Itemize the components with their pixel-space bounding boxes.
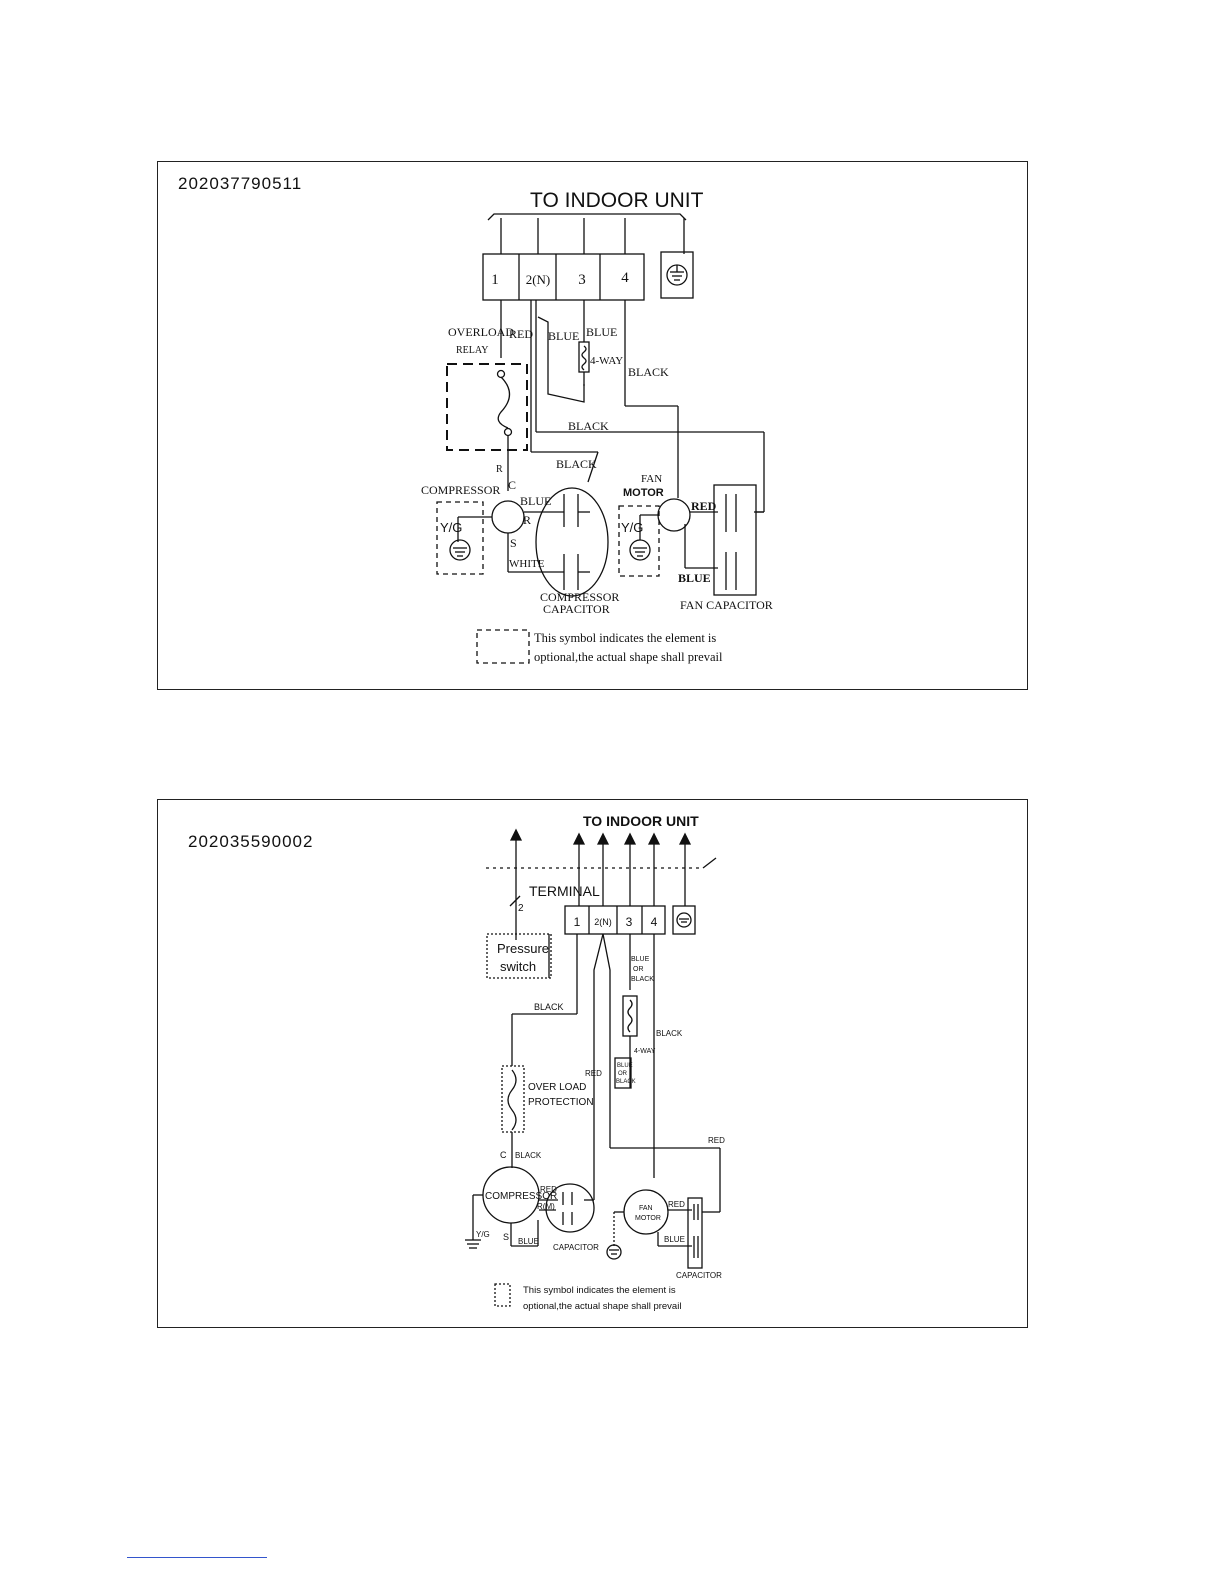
label-red-mid-2: RED	[585, 1069, 602, 1078]
label-4way-2: 4-WAY	[634, 1048, 656, 1055]
overload-relay-box	[446, 363, 528, 451]
diagram-2-svg: TO INDOOR UNIT TERMINAL 2 1 2(N) 3 4 Pre…	[465, 813, 725, 1312]
label-black-top-2: BLACK	[534, 1002, 564, 1012]
terminal-4: 4	[621, 270, 629, 286]
label-c-2: C	[500, 1150, 507, 1160]
label-overload: OVERLOAD	[448, 325, 514, 339]
label-s-2: S	[503, 1232, 509, 1242]
label-bob-3: BLACK	[631, 976, 654, 983]
label-blue-s-2: BLUE	[518, 1237, 539, 1246]
label-black-mid: BLACK	[568, 419, 609, 433]
yg-box-left	[436, 501, 484, 575]
title-1: TO INDOOR UNIT	[530, 189, 704, 212]
earth-terminal	[660, 251, 694, 299]
label-r-top: R	[496, 464, 503, 475]
pressure-switch-box	[486, 933, 552, 979]
legend-text-1a: This symbol indicates the element is	[534, 631, 716, 645]
label-relay: RELAY	[456, 345, 488, 356]
label-bobb-1: BLUE	[617, 1063, 633, 1069]
wiring-diagram-1: 202037790511	[157, 161, 1028, 690]
label-c: C	[508, 478, 516, 492]
part-number-2: 202035590002	[188, 832, 314, 851]
terminal-block-2	[564, 905, 666, 935]
legend-text-2b: optional,the actual shape shall prevail	[523, 1301, 681, 1312]
label-blue-fan: BLUE	[678, 571, 711, 585]
legend-text-2a: This symbol indicates the element is	[523, 1285, 676, 1296]
label-motor-2: MOTOR	[635, 1215, 661, 1222]
yg-box-right	[618, 505, 660, 577]
terminal2-2: 2(N)	[594, 917, 612, 927]
terminal2-4: 4	[651, 915, 658, 929]
label-comp-cap-1: COMPRESSOR	[540, 590, 619, 604]
capacitor-2	[545, 1183, 595, 1233]
label-black-right-2: BLACK	[656, 1029, 683, 1038]
label-red-right-2: RED	[708, 1136, 725, 1145]
label-compressor-2: COMPRESSOR	[485, 1191, 557, 1202]
diagram-1-svg: TO INDOOR UNIT 1 2(N) 3 4 OVERLOAD RELAY…	[421, 189, 773, 664]
label-fan: FAN	[641, 473, 662, 485]
label-yg-left: Y/G	[440, 520, 462, 535]
label-black-c-2: BLACK	[515, 1151, 542, 1160]
overload-2-2: PROTECTION	[528, 1097, 594, 1108]
label-4way: 4-WAY	[590, 355, 623, 367]
legend-text-1b: optional,the actual shape shall prevail	[534, 650, 723, 664]
label-capacitor-2: CAPACITOR	[553, 1243, 599, 1252]
label-compressor: COMPRESSOR	[421, 483, 500, 497]
label-bobb-3: BLACK	[616, 1079, 636, 1085]
legend-symbol-1	[476, 629, 530, 664]
title-2: TO INDOOR UNIT	[583, 813, 699, 829]
pressure-1: Pressure	[497, 941, 549, 956]
terminal2-3: 3	[626, 915, 633, 929]
label-two: 2	[518, 903, 524, 914]
terminal2-1: 1	[574, 915, 581, 929]
label-comp-cap-2: CAPACITOR	[543, 602, 610, 616]
label-fan-cap: FAN CAPACITOR	[680, 598, 773, 612]
label-bob-1: BLUE	[631, 956, 650, 963]
label-white: WHITE	[509, 558, 545, 570]
label-rm-2: R(M)	[537, 1202, 555, 1211]
label-blue-right: BLUE	[586, 325, 617, 339]
terminal-2: 2(N)	[526, 272, 551, 287]
compressor-capacitor	[535, 487, 609, 597]
label-red-fan: RED	[691, 499, 717, 513]
overload-1-2: OVER LOAD	[528, 1082, 586, 1093]
label-black-cap: BLACK	[556, 457, 597, 471]
label-yg-right: Y/G	[621, 520, 643, 535]
terminal-1: 1	[491, 272, 499, 288]
label-motor: MOTOR	[623, 487, 664, 499]
pressure-2: switch	[500, 959, 536, 974]
footer-link-line	[127, 1557, 267, 1558]
fan-capacitor	[713, 484, 757, 596]
label-black-right: BLACK	[628, 365, 669, 379]
wiring-diagram-2: 202035590002	[157, 799, 1028, 1328]
label-fan-capacitor-2: CAPACITOR	[676, 1271, 722, 1280]
label-red: RED	[509, 327, 533, 341]
label-bobb-2: OR	[618, 1071, 628, 1077]
label-red-comp-2: RED	[540, 1185, 557, 1194]
fan-capacitor-2	[687, 1197, 703, 1269]
label-bob-2: OR	[633, 966, 644, 973]
fan-motor-symbol-2	[623, 1189, 669, 1235]
label-yg-2: Y/G	[476, 1230, 490, 1239]
label-blue-left: BLUE	[548, 329, 579, 343]
legend-symbol-2	[494, 1283, 511, 1307]
overload-protection-box	[501, 1065, 525, 1133]
terminal-label-2: TERMINAL	[529, 883, 600, 899]
terminal-3: 3	[578, 272, 586, 288]
label-blue-comp: BLUE	[520, 494, 551, 508]
part-number-1: 202037790511	[178, 174, 303, 193]
terminal-block	[482, 253, 645, 301]
label-blue-fan-2: BLUE	[664, 1235, 685, 1244]
label-s: S	[510, 536, 517, 550]
label-r-comp: R	[523, 513, 531, 527]
label-red-fan-2: RED	[668, 1200, 685, 1209]
label-fan-2: FAN	[639, 1205, 653, 1212]
